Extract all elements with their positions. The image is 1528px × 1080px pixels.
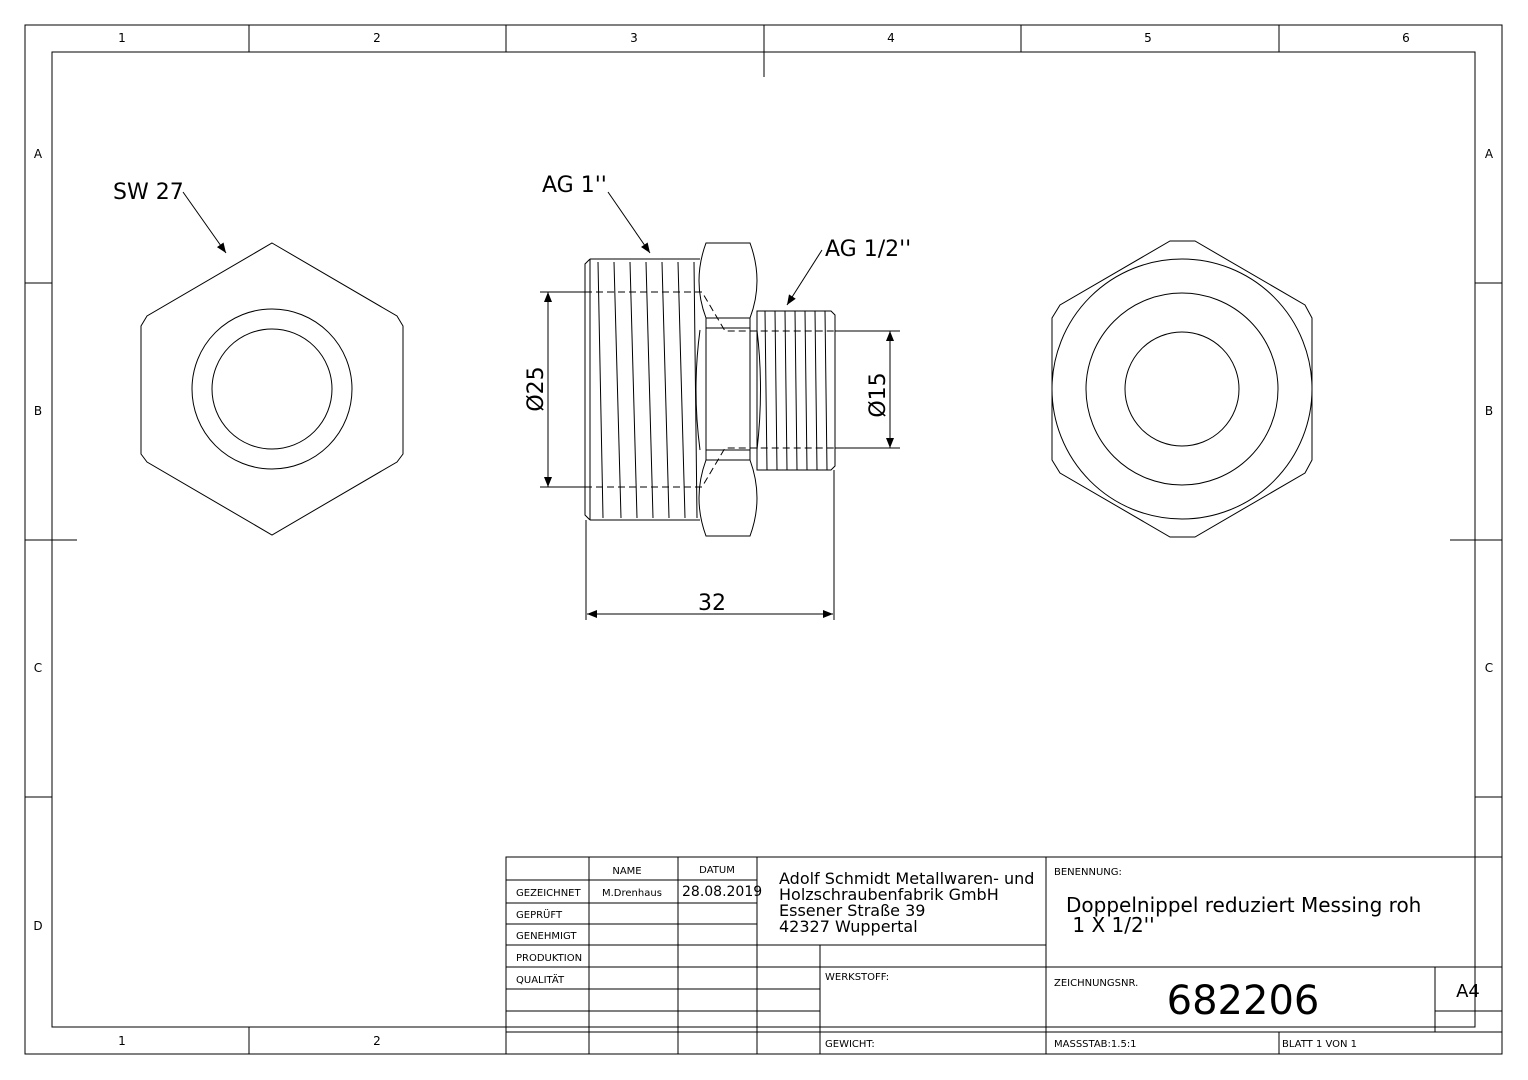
column-label: 5 — [1144, 31, 1152, 45]
diameter-15-dimension: Ø15 — [866, 372, 891, 417]
thread-1-inch-label: AG 1'' — [542, 173, 607, 198]
drawn-by: M.Drenhaus — [602, 888, 662, 899]
company-line: Essener Straße 39 — [779, 901, 925, 920]
row-gezeichnet: GEZEICHNET — [516, 888, 581, 899]
company-line: 42327 Wuppertal — [779, 917, 918, 936]
wrench-size-label: SW 27 — [113, 180, 184, 205]
column-label: 6 — [1402, 31, 1410, 45]
drawing-number: 682206 — [1167, 978, 1320, 1024]
part-subtitle: 1 X 1/2'' — [1066, 913, 1155, 937]
row-label: B — [1485, 404, 1493, 418]
column-label: 1 — [118, 31, 126, 45]
row-label: B — [34, 404, 42, 418]
row-label: A — [1485, 147, 1494, 161]
row-label: D — [33, 919, 42, 933]
drawn-date: 28.08.2019 — [682, 884, 762, 900]
row-genehmigt: GENEHMIGT — [516, 931, 577, 942]
length-dimension: 32 — [698, 591, 726, 616]
gewicht-label: GEWICHT: — [825, 1039, 875, 1050]
company-line: Adolf Schmidt Metallwaren- und — [779, 869, 1034, 888]
date-header: DATUM — [699, 865, 735, 876]
column-label: 3 — [630, 31, 638, 45]
row-label: C — [1485, 661, 1493, 675]
side-view: 32 Ø25 Ø15 AG 1'' AG 1/2'' — [524, 173, 911, 620]
zeichnungsnr-label: ZEICHNUNGSNR. — [1054, 978, 1138, 989]
thread-half-inch-label: AG 1/2'' — [825, 237, 911, 262]
name-header: NAME — [612, 866, 641, 877]
company-line: Holzschraubenfabrik GmbH — [779, 885, 999, 904]
diameter-25-dimension: Ø25 — [524, 366, 549, 411]
werkstoff-label: WERKSTOFF: — [825, 972, 889, 983]
column-label: 2 — [373, 31, 381, 45]
massstab: MASSSTAB:1.5:1 — [1054, 1039, 1137, 1050]
column-label: 4 — [887, 31, 895, 45]
row-geprueft: GEPRÜFT — [516, 908, 563, 921]
column-label: 1 — [118, 1034, 126, 1048]
part-title: Doppelnippel reduziert Messing roh — [1066, 893, 1421, 917]
right-end-view — [1051, 240, 1313, 538]
row-label: A — [34, 147, 43, 161]
row-label: C — [34, 661, 42, 675]
row-qualitaet: QUALITÄT — [516, 973, 565, 986]
benennung-label: BENENNUNG: — [1054, 867, 1122, 878]
title-block: NAME DATUM GEZEICHNET GEPRÜFT GENEHMIGT … — [505, 856, 1503, 1055]
blatt: BLATT 1 VON 1 — [1282, 1039, 1357, 1050]
paper-format: A4 — [1456, 981, 1480, 1002]
row-produktion: PRODUKTION — [516, 953, 582, 964]
left-end-view: SW 27 — [113, 180, 404, 536]
column-label: 2 — [373, 1034, 381, 1048]
